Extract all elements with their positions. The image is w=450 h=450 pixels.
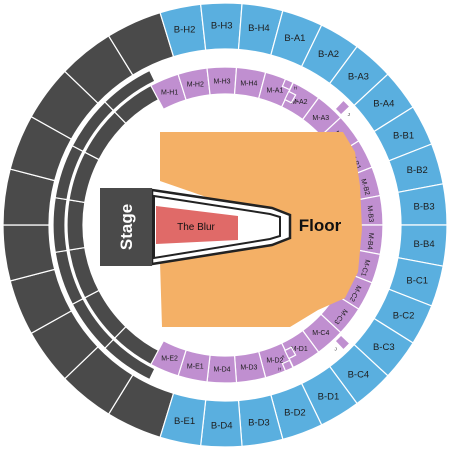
floor-label: Floor [299, 216, 342, 235]
section-label: B-A4 [373, 99, 394, 110]
section-label: B-B4 [414, 239, 435, 250]
section-label: M-B3 [366, 205, 375, 222]
section-label: M-B4 [366, 232, 375, 249]
section-label: J [348, 112, 350, 117]
section-label: M-A1 [267, 87, 284, 94]
unavailable-section [52, 196, 68, 254]
section-label: M-D2 [266, 358, 283, 365]
section-label: B-A1 [284, 33, 305, 44]
unavailable-outer-sections [2, 11, 175, 439]
section-label: B-E1 [174, 416, 195, 427]
section-h-small[interactable] [281, 359, 294, 372]
section-label: B-D1 [318, 392, 340, 403]
section-label: A [296, 99, 299, 104]
section-label: B-B1 [393, 130, 414, 141]
section-label: B-H3 [211, 20, 233, 31]
section-label: M-H4 [240, 81, 257, 88]
section-label: B-H2 [174, 24, 196, 35]
section-label: B-D3 [248, 417, 270, 428]
section-label: M-D4 [213, 367, 230, 374]
section-label: M-C1 [359, 259, 371, 277]
section-label: B-B3 [414, 202, 435, 213]
section-label: B-D4 [211, 420, 233, 431]
section-label: B-H4 [248, 23, 270, 34]
section-label: H [278, 367, 281, 372]
section-h-small[interactable] [281, 78, 294, 91]
stage-block [100, 188, 152, 266]
section-label: M-D3 [240, 365, 257, 372]
section-label: M-H2 [187, 82, 204, 89]
section-j-small[interactable] [334, 99, 351, 116]
section-a-small[interactable] [284, 346, 297, 360]
section-label: B-A3 [348, 71, 369, 82]
the-blur-label: The Blur [177, 222, 215, 233]
section-label: B-D2 [284, 408, 306, 419]
section-label: B-B2 [407, 165, 428, 176]
section-label: B-C3 [373, 342, 395, 353]
section-label: B-C1 [406, 276, 428, 287]
section-label: B-C2 [393, 310, 415, 321]
section-b-e1[interactable] [159, 392, 207, 447]
section-label: B-C4 [348, 369, 370, 380]
unavailable-inner-sections [52, 69, 164, 381]
unavailable-section [104, 69, 156, 112]
section-label: H [294, 86, 297, 91]
section-label: J [334, 346, 336, 351]
section-label: B-A2 [318, 49, 339, 60]
section-label: M-H3 [213, 79, 230, 86]
section-label: M-B2 [359, 178, 370, 196]
section-label: M-E1 [187, 363, 204, 370]
section-label: M-D1 [291, 346, 308, 353]
section-label: A [281, 354, 284, 359]
unavailable-section [66, 199, 86, 251]
stage-label: Stage [117, 204, 136, 250]
section-a-small[interactable] [284, 90, 297, 104]
section-label: M-H1 [161, 90, 178, 97]
section-label: M-C4 [312, 330, 329, 337]
small-sections: H A J J A H [278, 78, 351, 372]
the-blur-area[interactable] [156, 206, 238, 244]
section-label: M-A3 [312, 115, 329, 122]
section-label: M-E2 [161, 355, 178, 362]
section-label: M-A2 [291, 99, 308, 106]
section-m-e2[interactable] [150, 339, 187, 377]
section-j-small[interactable] [334, 334, 351, 351]
upper-level-sections: B-H2 B-H3 B-H4B-A1B-A2B-A3B-A4B-B1B-B2B-B3… [159, 2, 448, 448]
